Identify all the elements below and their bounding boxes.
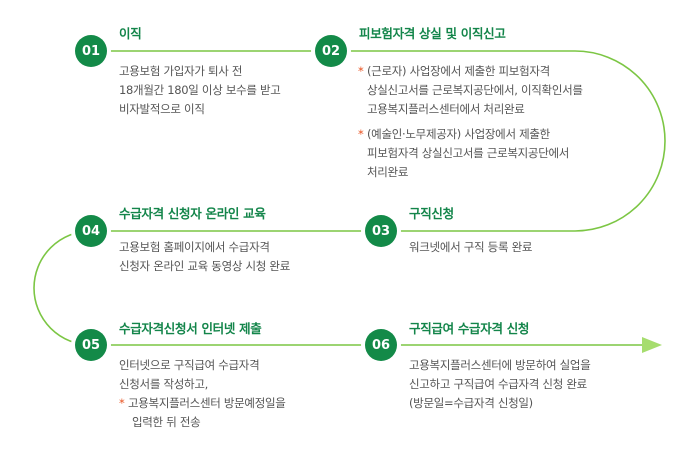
step-06-number-circle: 06 (365, 329, 397, 361)
desc-line: 고용복지플러스센터에서 처리완료 (367, 102, 525, 116)
step-05-description: 인터넷으로 구직급여 수급자격 신청서를 작성하고, * 고용복지플러스센터 방… (119, 356, 286, 432)
arrow-head (642, 337, 662, 353)
step-05-title: 수급자격신청서 인터넷 제출 (119, 321, 262, 336)
desc-line: (근로자) 사업장에서 제출한 피보험자격 (367, 64, 550, 78)
step-number: 02 (321, 43, 341, 59)
desc-line: 고용복지플러스센터에 방문하여 실업을 (409, 358, 591, 372)
desc-line: 입력한 뒤 전송 (132, 415, 201, 429)
step-04-number-circle: 04 (75, 215, 107, 247)
note-item: * (예술인·노무제공자) 사업장에서 제출한 피보험자격 상실신고서를 근로복… (358, 125, 583, 182)
step-06-description: 고용복지플러스센터에 방문하여 실업을 신고하고 구직급여 수급자격 신청 완료… (409, 356, 591, 413)
step-number: 01 (81, 43, 101, 59)
step-03-description: 워크넷에서 구직 등록 완료 (409, 238, 532, 257)
note-asterisk: * (358, 64, 364, 78)
step-04-title: 수급자격 신청자 온라인 교육 (119, 206, 266, 221)
desc-line: 인터넷으로 구직급여 수급자격 (119, 358, 260, 372)
step-number: 04 (81, 223, 101, 239)
desc-line: 비자발적으로 이직 (119, 102, 205, 116)
step-02-title: 피보험자격 상실 및 이직신고 (359, 26, 506, 41)
desc-line: (방문일=수급자격 신청일) (409, 396, 533, 410)
note-item: * 고용복지플러스센터 방문예정일을 입력한 뒤 전송 (119, 394, 286, 432)
desc-line: 고용복지플러스센터 방문예정일을 (128, 396, 286, 410)
desc-line: 고용보험 가입자가 퇴사 전 (119, 64, 243, 78)
step-04-description: 고용보험 홈페이지에서 수급자격 신청자 온라인 교육 동영상 시청 완료 (119, 238, 290, 276)
step-01-title: 이직 (119, 26, 142, 41)
desc-line: (예술인·노무제공자) 사업장에서 제출한 (367, 127, 550, 141)
step-03-title: 구직신청 (409, 206, 454, 221)
desc-line: 고용보험 홈페이지에서 수급자격 (119, 240, 270, 254)
desc-line: 처리완료 (367, 165, 409, 179)
desc-line: 피보험자격 상실신고서를 근로복지공단에서 (367, 146, 570, 160)
desc-line: 신청자 온라인 교육 동영상 시청 완료 (119, 259, 290, 273)
note-asterisk: * (358, 127, 364, 141)
connector-path (33, 50, 666, 346)
desc-line: 신청서를 작성하고, (119, 377, 208, 391)
step-05-number-circle: 05 (75, 329, 107, 361)
step-number: 03 (371, 223, 391, 239)
step-03-number-circle: 03 (365, 215, 397, 247)
desc-line: 신고하고 구직급여 수급자격 신청 완료 (409, 377, 587, 391)
desc-line: 워크넷에서 구직 등록 완료 (409, 240, 533, 254)
step-01-description: 고용보험 가입자가 퇴사 전 18개월간 180일 이상 보수를 받고 비자발적… (119, 62, 281, 119)
note-item: * (근로자) 사업장에서 제출한 피보험자격 상실신고서를 근로복지공단에서,… (358, 62, 583, 119)
desc-line: 18개월간 180일 이상 보수를 받고 (119, 83, 281, 97)
step-01-number-circle: 01 (75, 35, 107, 67)
step-06-title: 구직급여 수급자격 신청 (409, 321, 530, 336)
note-asterisk: * (119, 396, 125, 410)
step-number: 05 (81, 337, 101, 353)
desc-line: 상실신고서를 근로복지공단에서, 이직확인서를 (367, 83, 583, 97)
step-02-description: * (근로자) 사업장에서 제출한 피보험자격 상실신고서를 근로복지공단에서,… (358, 62, 583, 182)
step-number: 06 (371, 337, 391, 353)
step-02-number-circle: 02 (315, 35, 347, 67)
